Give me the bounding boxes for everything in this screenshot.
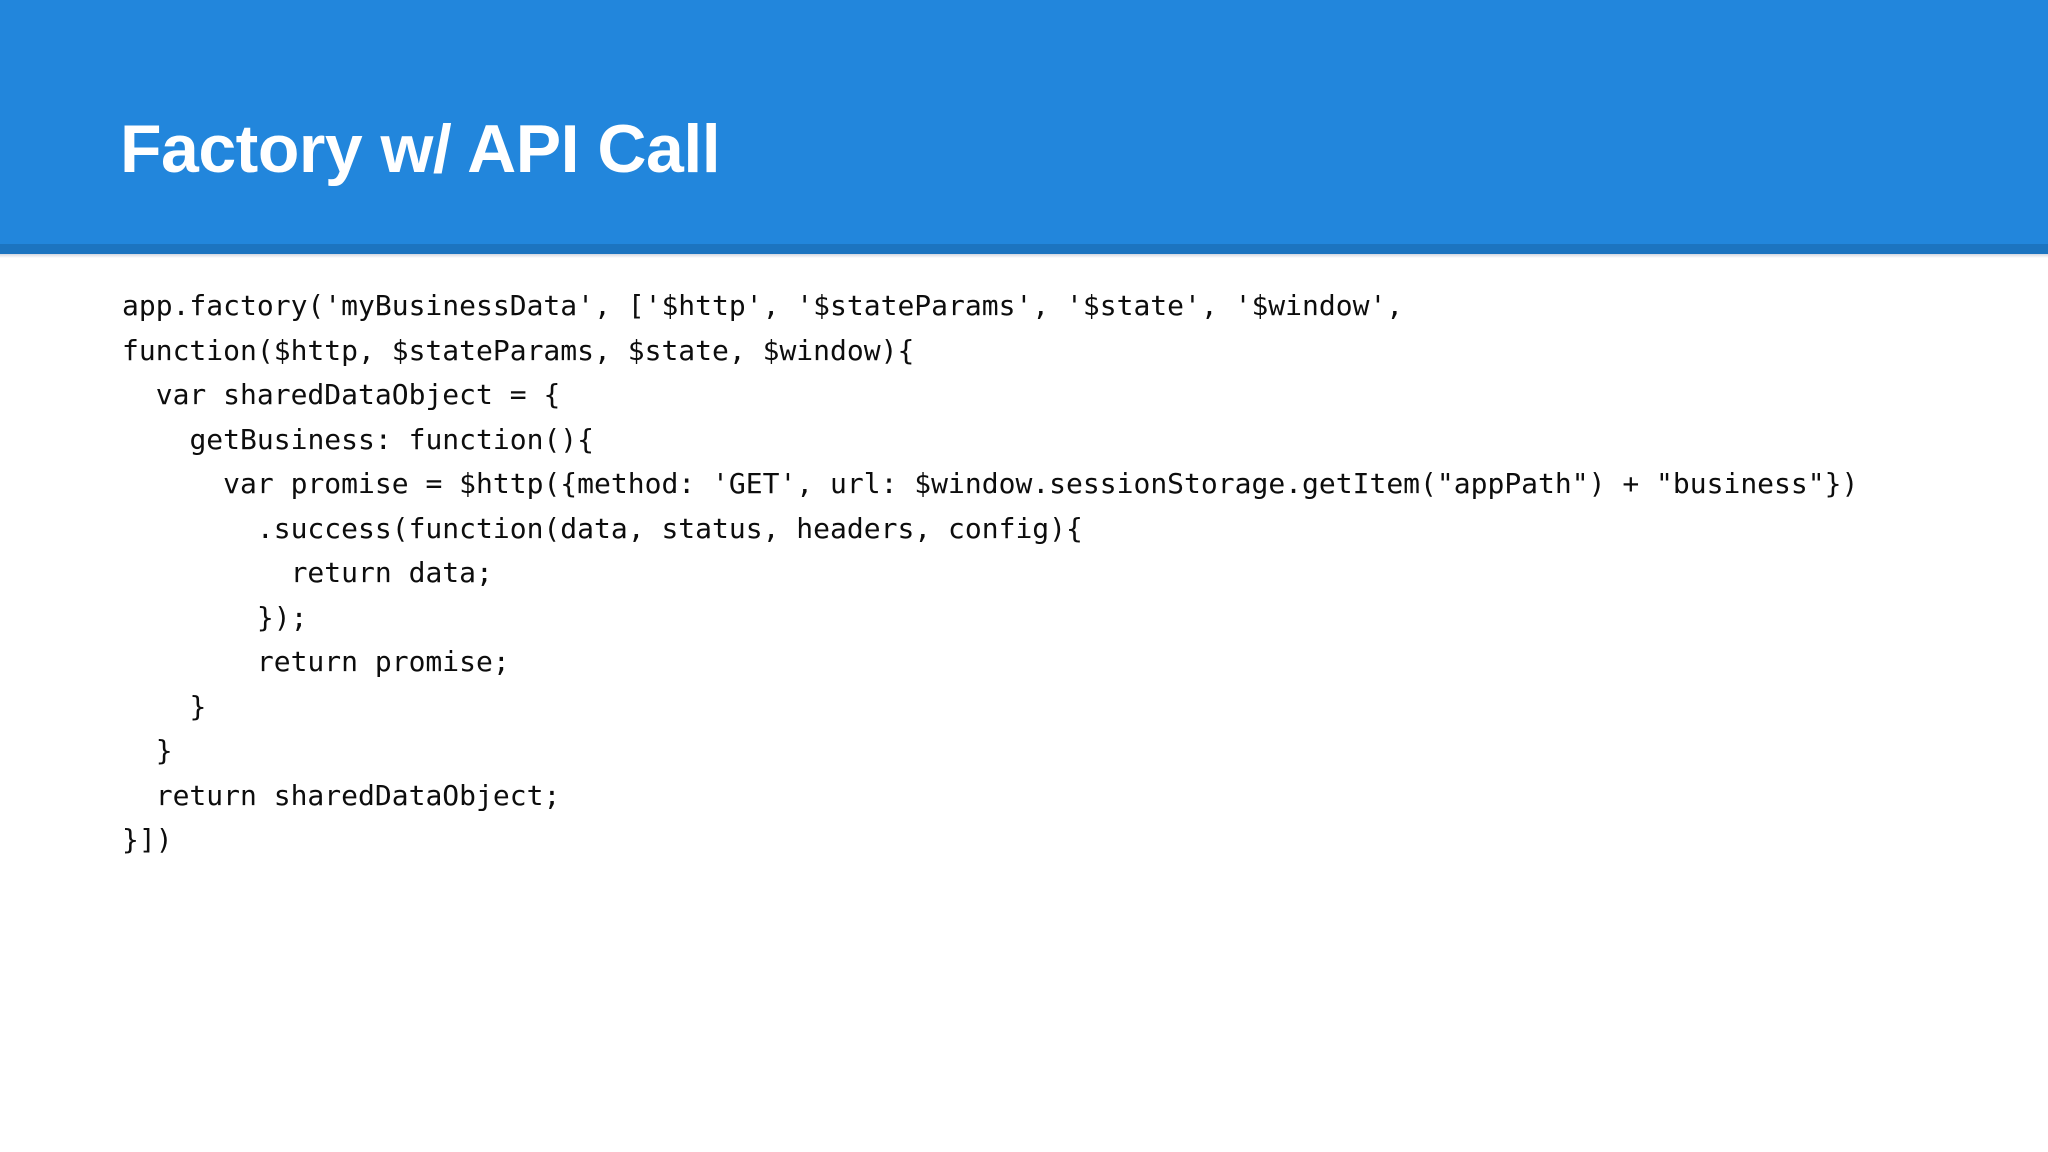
slide-header-banner: Factory w/ API Call	[0, 0, 2048, 244]
code-snippet: app.factory('myBusinessData', ['$http', …	[122, 289, 1859, 856]
code-content-area: app.factory('myBusinessData', ['$http', …	[122, 284, 2002, 863]
page-title: Factory w/ API Call	[120, 111, 721, 187]
header-drop-shadow	[0, 254, 2048, 258]
header-underline-divider	[0, 244, 2048, 254]
